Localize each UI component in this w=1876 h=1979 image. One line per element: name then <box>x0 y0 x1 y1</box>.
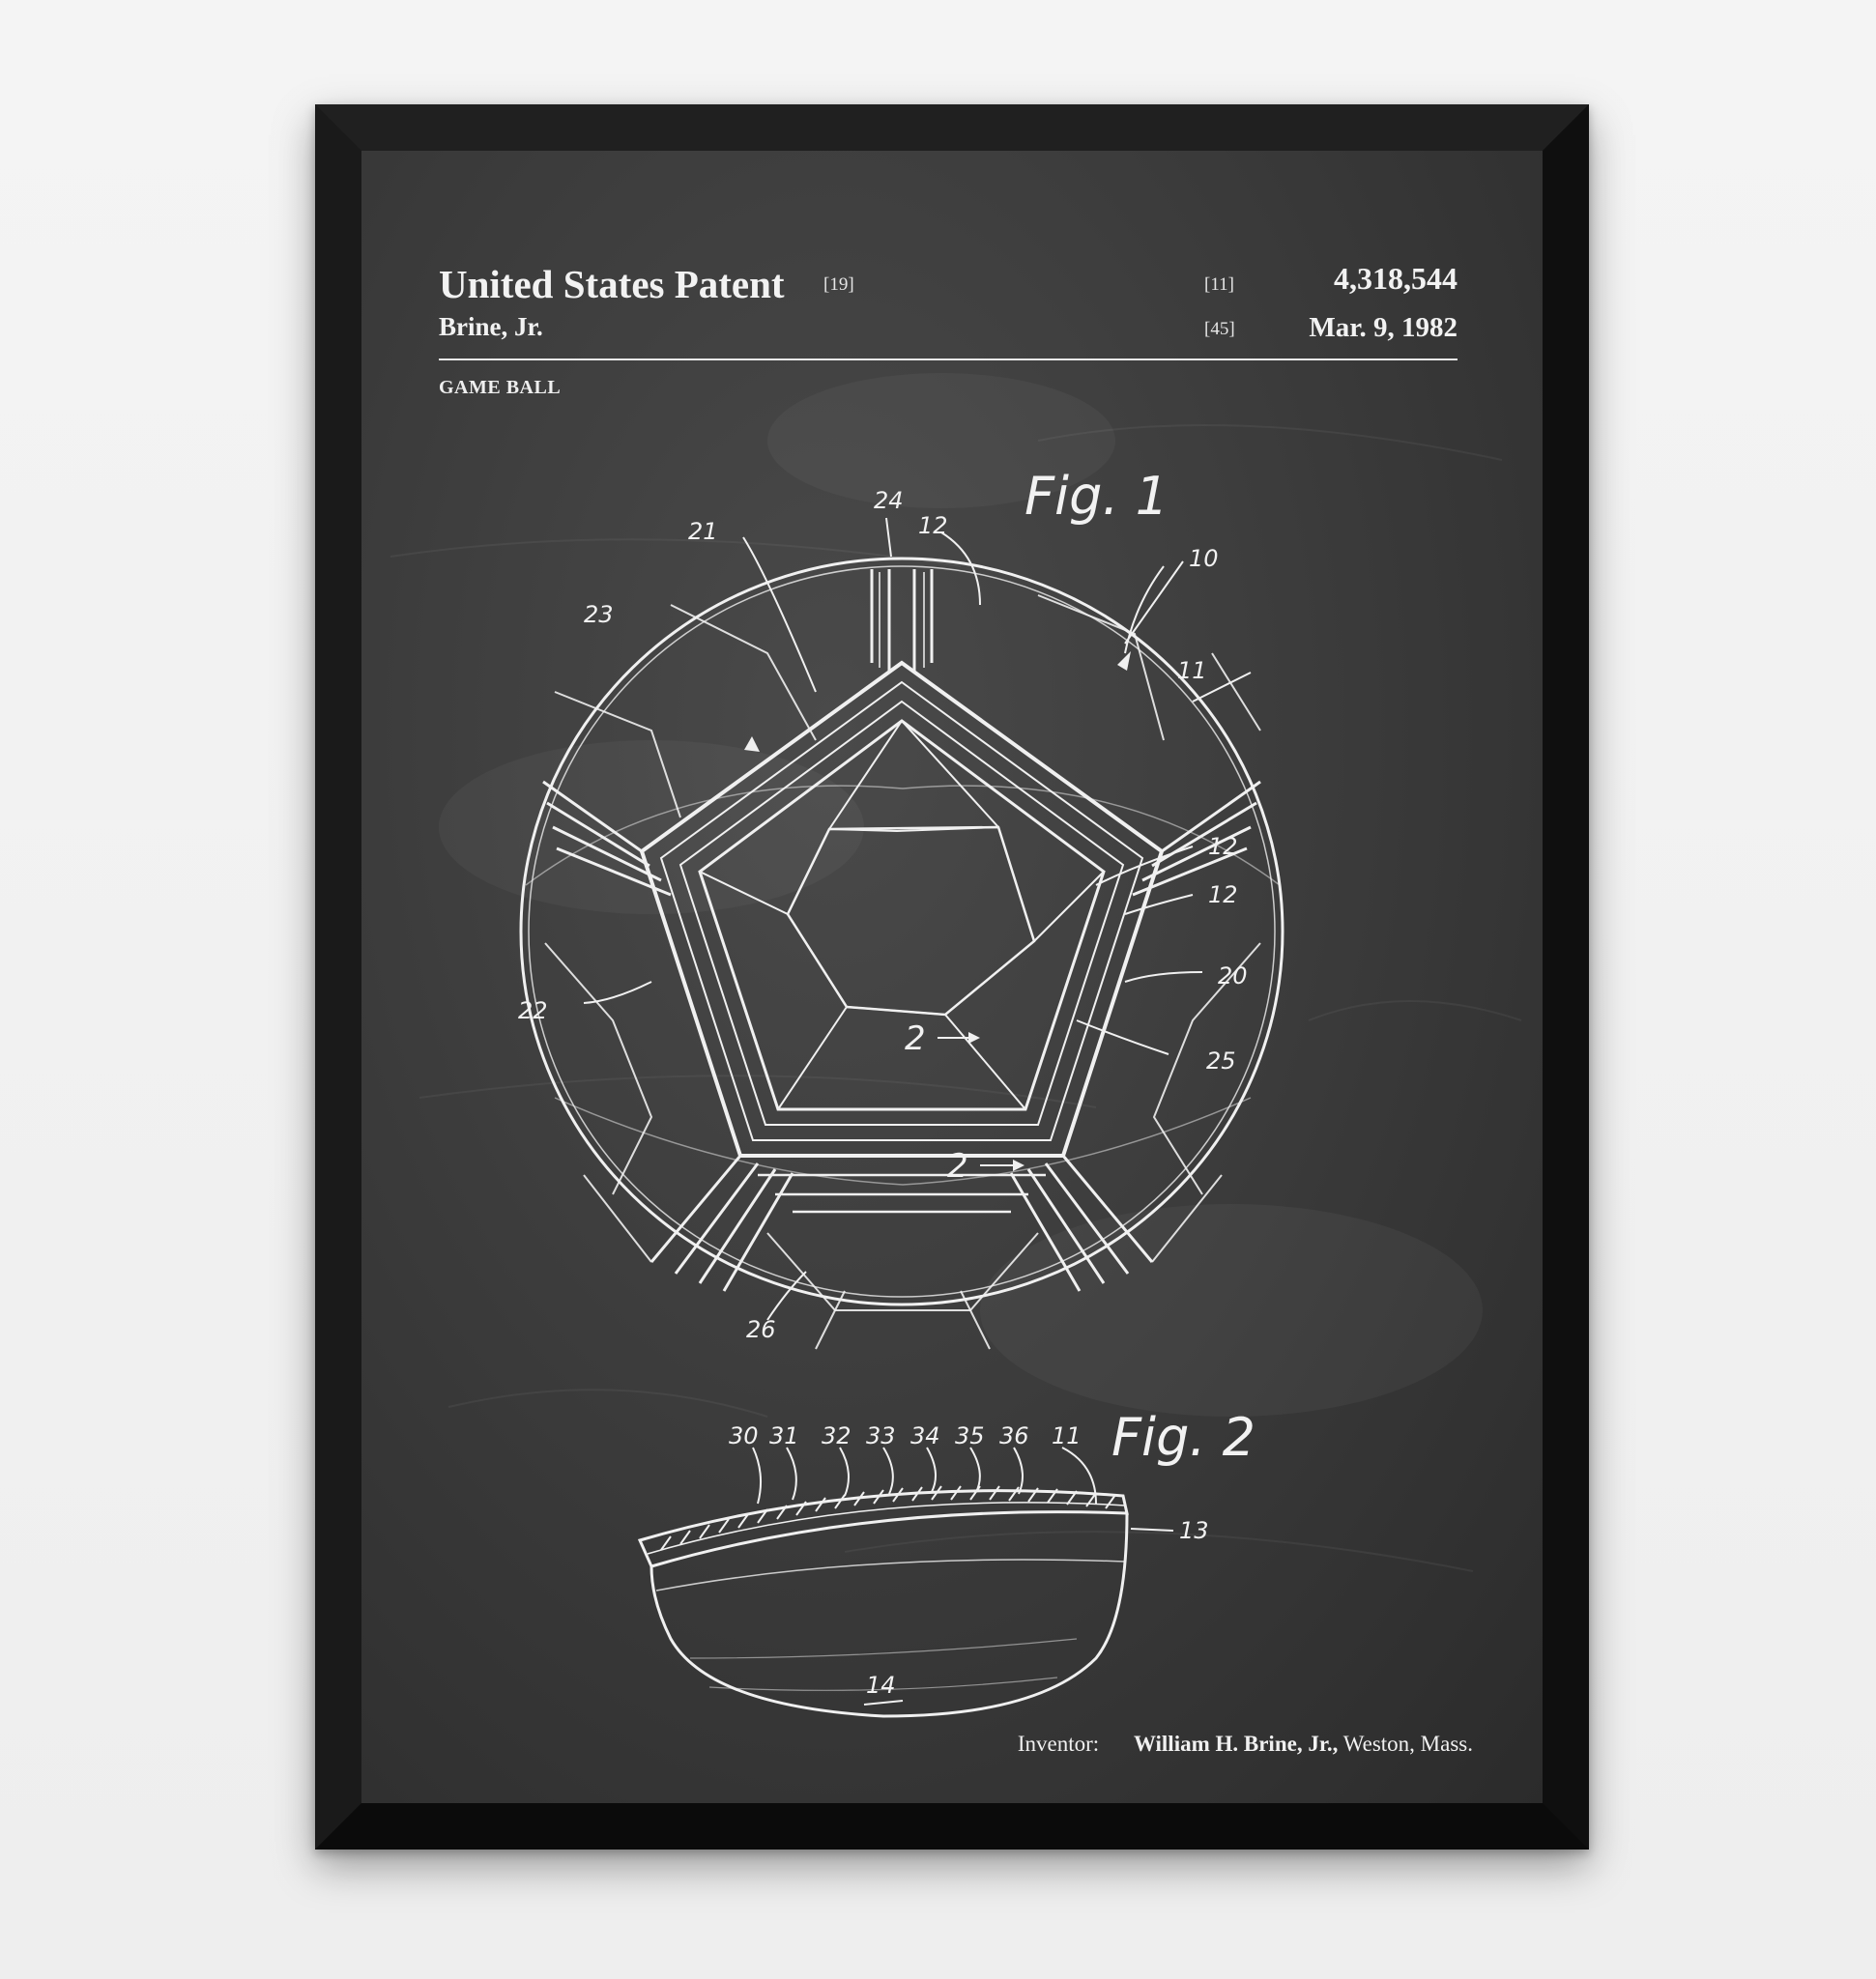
inventor-name: William H. Brine, Jr., <box>1134 1732 1338 1756</box>
ref-21: 21 <box>688 518 718 545</box>
section-2-upper: 2 <box>905 1019 926 1058</box>
ref-14: 14 <box>866 1672 896 1699</box>
inventor-footer: Inventor: William H. Brine, Jr., Weston,… <box>1018 1732 1473 1757</box>
patent-drawing: Fig. 1 24 12 21 10 23 11 12 12 20 22 25 … <box>361 151 1543 1803</box>
ref-34: 34 <box>910 1422 940 1449</box>
fig2-cross-section <box>640 1448 1173 1716</box>
ref-12-right-lower: 12 <box>1208 881 1238 908</box>
ref-12-top: 12 <box>918 512 948 539</box>
ref-23: 23 <box>584 601 614 628</box>
ref-32: 32 <box>822 1422 851 1449</box>
fig1-label: Fig. 1 <box>1025 466 1169 527</box>
ref-31: 31 <box>769 1422 799 1449</box>
ref-36: 36 <box>999 1422 1029 1449</box>
ref-10: 10 <box>1189 545 1219 572</box>
ref-33: 33 <box>866 1422 896 1449</box>
ref-25: 25 <box>1206 1047 1236 1075</box>
ref-13: 13 <box>1179 1517 1209 1544</box>
ref-24: 24 <box>874 487 904 514</box>
ref-35: 35 <box>955 1422 985 1449</box>
inventor-location: Weston, Mass. <box>1343 1732 1473 1756</box>
ref-11: 11 <box>1177 657 1207 684</box>
ref-20: 20 <box>1218 962 1248 990</box>
fig1-ball <box>521 518 1283 1349</box>
ref-26: 26 <box>746 1316 776 1343</box>
section-2-lower: 2 <box>947 1147 968 1186</box>
fig2-label: Fig. 2 <box>1111 1407 1255 1468</box>
ref-12-right-upper: 12 <box>1208 833 1238 860</box>
ref-11-fig2: 11 <box>1052 1422 1082 1449</box>
ref-30: 30 <box>729 1422 759 1449</box>
picture-frame: United States Patent [19] [11] 4,318,544… <box>315 104 1589 1850</box>
fig2-reference-numerals: Fig. 2 30 31 32 33 34 35 36 11 13 14 <box>729 1407 1255 1699</box>
chalkboard-poster: United States Patent [19] [11] 4,318,544… <box>361 151 1543 1803</box>
inventor-label: Inventor: <box>1018 1732 1099 1756</box>
ref-22: 22 <box>518 997 548 1024</box>
